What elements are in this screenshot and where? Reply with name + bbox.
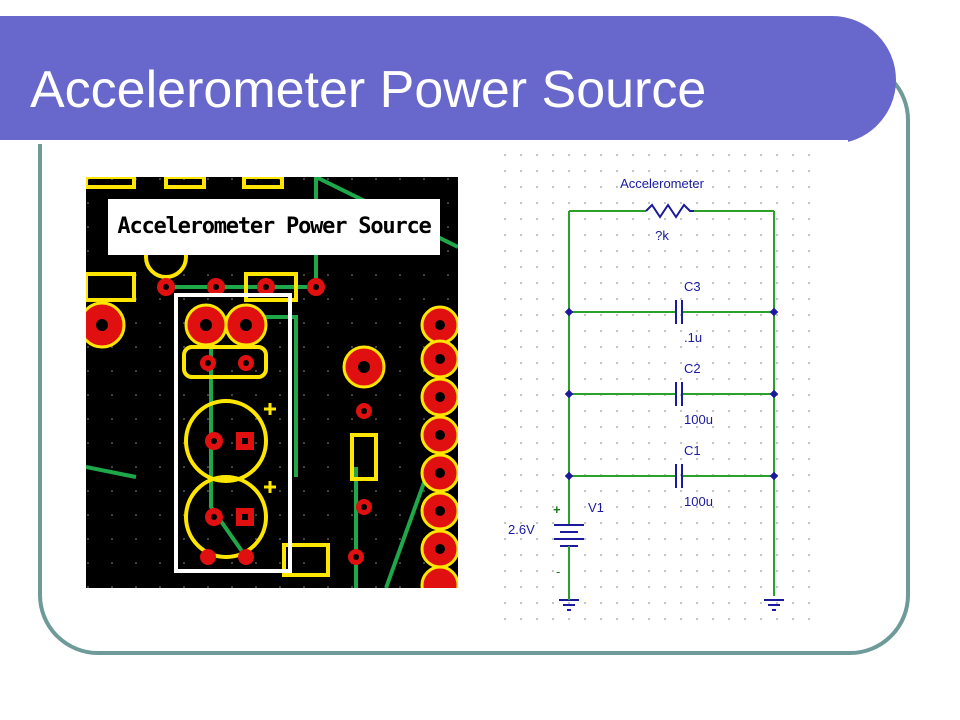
pcb-caption: Accelerometer Power Source [108,199,440,255]
slide-title: Accelerometer Power Source [30,61,707,119]
pcb-silkscreen [86,177,378,577]
capacitor-c1-name: C1 [684,443,701,458]
capacitor-c3-name: C3 [684,279,701,294]
pcb-layout-image: Accelerometer Power Source [86,177,458,588]
capacitor-c2-value: 100u [684,412,713,427]
capacitor-c2-symbol [675,382,683,406]
resistor-symbol [645,203,694,219]
battery-name: V1 [588,500,604,515]
junction-dots [564,307,779,481]
schematic-diagram: Accelerometer ?k C3 .1u C2 100u C1 100u … [498,148,824,628]
capacitor-c2-name: C2 [684,361,701,376]
battery-minus: - [556,564,560,579]
capacitor-c3-value: .1u [684,330,702,345]
capacitor-c1-value: 100u [684,494,713,509]
battery-value: 2.6V [508,522,535,537]
resistor-value: ?k [655,228,669,243]
pcb-traces [86,177,458,588]
title-bar: Accelerometer Power Source [0,16,896,144]
polarity-marks [264,403,276,493]
battery-plus: + [553,502,561,517]
highlight-box [174,293,292,573]
title-underline [0,140,848,144]
schematic-grid [498,148,824,628]
ground-right-icon [764,599,784,611]
resistor-name: Accelerometer [620,176,704,191]
capacitor-c1-symbol [675,464,683,488]
pcb-pads [86,278,458,588]
battery-symbol [554,503,584,588]
capacitor-c3-symbol [675,300,683,324]
